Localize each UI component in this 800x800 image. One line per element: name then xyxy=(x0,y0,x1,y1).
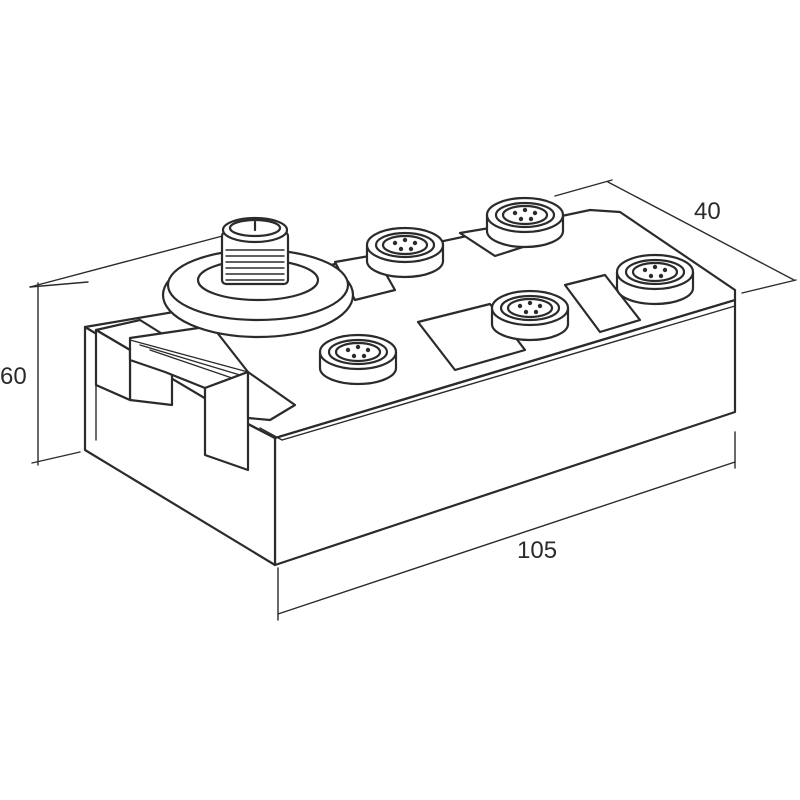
socket-pin xyxy=(518,216,524,222)
socket-pin xyxy=(517,303,523,309)
dimension-length: 105 xyxy=(277,431,736,621)
socket-pin xyxy=(533,309,539,315)
socket-pin xyxy=(412,240,418,246)
socket-pin xyxy=(648,273,654,279)
socket-pin xyxy=(522,207,528,213)
m12-socket-3 xyxy=(615,253,695,306)
socket-pin xyxy=(532,210,538,216)
dimension-depth-label: 40 xyxy=(694,198,721,225)
m12-socket-4 xyxy=(490,289,570,342)
socket-pin xyxy=(642,267,648,273)
socket-pin xyxy=(537,303,543,309)
mounting-slot xyxy=(94,318,297,472)
socket-pin xyxy=(523,309,529,315)
dimension-length-label: 105 xyxy=(517,537,557,564)
socket-pin xyxy=(527,300,533,306)
dimension-depth: 40 xyxy=(554,179,797,294)
dimension-height-label: 60 xyxy=(0,363,27,390)
socket-pin xyxy=(351,353,357,359)
socket-pin xyxy=(512,210,518,216)
label-field-3 xyxy=(563,273,642,334)
socket-pin xyxy=(355,344,361,350)
m12-socket-1 xyxy=(365,226,445,279)
socket-pin xyxy=(652,264,658,270)
socket-pin xyxy=(392,240,398,246)
main-connector xyxy=(161,216,355,339)
socket-pin xyxy=(398,246,404,252)
housing xyxy=(83,208,737,567)
dimension-height: 60 xyxy=(0,281,89,466)
m12-socket-5 xyxy=(318,333,398,386)
socket-pin xyxy=(361,353,367,359)
socket-pin xyxy=(528,216,534,222)
socket-pin xyxy=(345,347,351,353)
output-sockets xyxy=(318,196,695,386)
socket-pin xyxy=(408,246,414,252)
socket-pin xyxy=(402,237,408,243)
socket-pin xyxy=(662,267,668,273)
socket-pin xyxy=(658,273,664,279)
m12-socket-2 xyxy=(485,196,565,249)
socket-pin xyxy=(365,347,371,353)
extension-line-top xyxy=(29,233,231,288)
